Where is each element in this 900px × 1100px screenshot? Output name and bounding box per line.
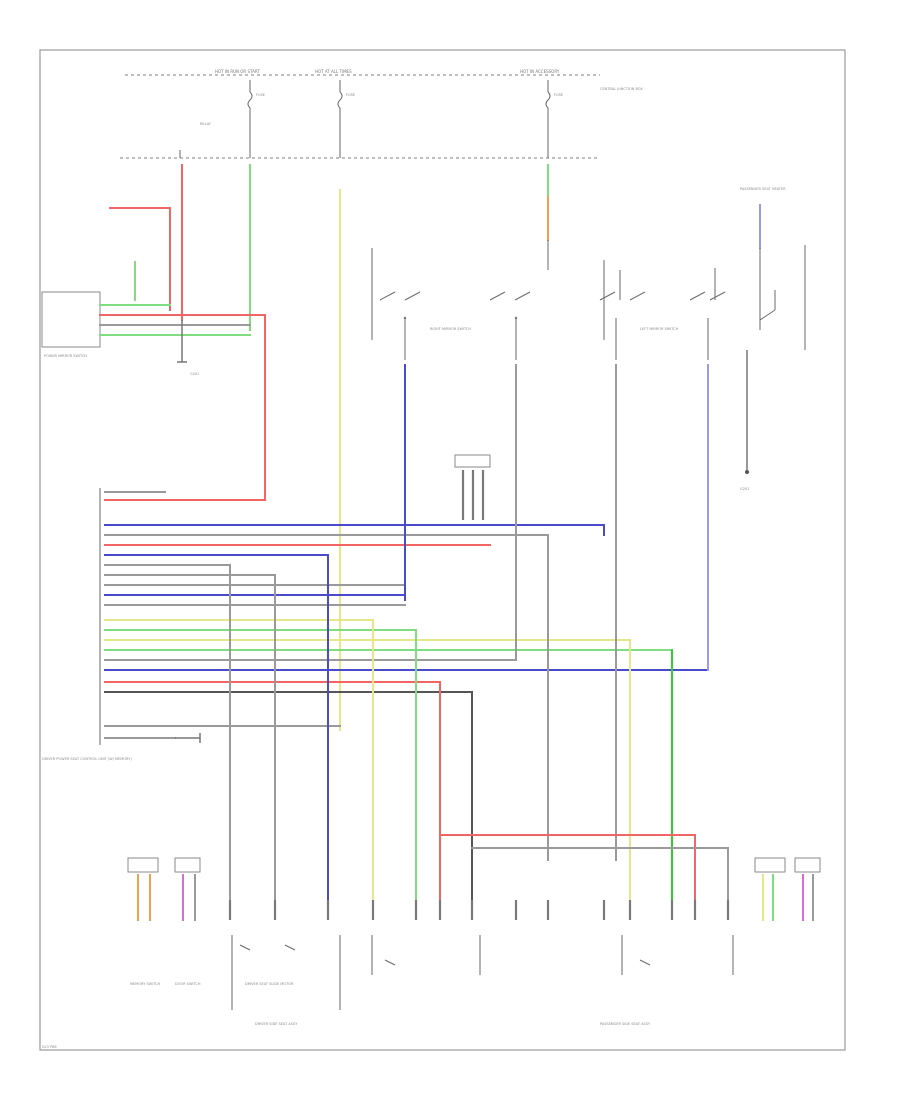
label-ignition: PASSENGER SEAT HEATER [740,187,786,191]
bottom-pins [228,900,730,920]
seat-assy-right [621,935,734,975]
footer-code: DL3 P88 [42,1045,57,1049]
svg-text:G201: G201 [740,487,749,491]
mirror-switch-box [41,291,101,348]
connector-bottom-right [754,857,821,921]
svg-text:FUSE: FUSE [256,93,265,97]
seat-assy-mid [371,935,481,975]
label-hot-all-times: HOT AT ALL TIMES [315,69,352,74]
ground-symbol-left: G201 [177,320,199,376]
fuse-3: FUSE [545,80,563,110]
svg-text:FUSE: FUSE [554,93,563,97]
label-memory-switch: MEMORY SWITCH [130,982,161,986]
label-fuse-box-note: CENTRAL JUNCTION BOX [600,87,643,91]
label-control-unit: DRIVER POWER SEAT CONTROL UNIT (W/ MEMOR… [42,757,132,761]
harness-lines [104,491,709,739]
label-driver-seat-motor: DRIVER SEAT SLIDE MOTOR [245,982,294,986]
label-mirror-switch: POWER MIRROR SWITCH [44,354,87,358]
svg-text:G201: G201 [190,372,199,376]
left-mirror-switch: LEFT MIRROR SWITCH [599,260,726,360]
label-driver-seat-assy: DRIVER SIDE SEAT ASSY [255,1022,298,1026]
diagram-frame [39,49,846,1051]
label-hot-accessory: HOT IN ACCESSORY [520,69,560,74]
svg-text:RIGHT MIRROR SWITCH: RIGHT MIRROR SWITCH [430,327,471,331]
connector-middle [454,454,491,520]
fuse-1: FUSE [247,80,265,120]
connector-bottom-left [127,857,201,921]
svg-text:FUSE: FUSE [346,93,355,97]
label-door-switch: DOOR SWITCH [175,982,201,986]
ground-symbol-control [175,733,201,743]
label-relay: RELAY [200,122,212,126]
seat-assy-left [231,935,341,1010]
fuse-2: FUSE [337,80,355,120]
right-mirror-switch: RIGHT MIRROR SWITCH [371,248,531,360]
ground-symbol-right: G201 [740,350,749,491]
svg-text:LEFT MIRROR SWITCH: LEFT MIRROR SWITCH [640,327,679,331]
label-hot-run-start: HOT IN RUN OR START [215,69,260,74]
label-passenger-seat-assy: PASSENGER SIDE SEAT ASSY [600,1022,651,1026]
